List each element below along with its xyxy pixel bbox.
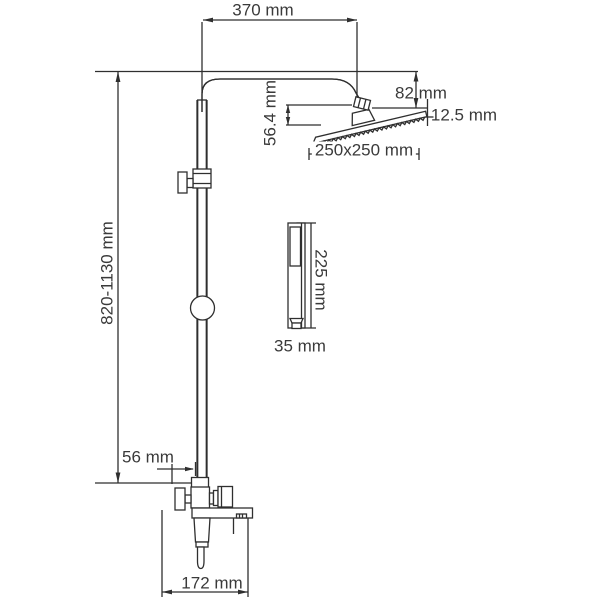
mixer-unit: [174, 476, 254, 570]
arm-connector-nut: [352, 96, 372, 111]
spray-face-dots: [289, 226, 302, 267]
dim-label-top-width: 370 mm: [232, 0, 294, 20]
riser-pipe: [196, 99, 208, 479]
dim-label-wall-offset: 56 mm: [122, 447, 174, 467]
overhead-shower-head: [311, 96, 428, 147]
hand-shower: [287, 222, 306, 330]
dim-label-column-height: 820-1130 mm: [97, 221, 117, 325]
dim-label-handshower-length: 225 mm: [311, 249, 331, 311]
shower-arm: [201, 78, 364, 112]
mixer-wall-knob: [174, 487, 186, 511]
dim-label-head-thickness: 12.5 mm: [430, 105, 498, 125]
dimension-lines: [95, 17, 434, 597]
dim-label-arm-drop: 82 mm: [395, 83, 447, 103]
dim-label-head-slope: 56.4 mm: [260, 79, 280, 147]
mixer-spout: [193, 517, 211, 543]
mixer-spout-bar: [191, 507, 254, 519]
dim-label-mixer-width: 172 mm: [181, 573, 243, 593]
mixer-handle: [217, 485, 234, 508]
wall-bracket: [177, 168, 212, 194]
dim-label-handshower-width: 35 mm: [274, 336, 326, 356]
slider-knob: [189, 295, 216, 321]
dim-label-head-size: 250x250 mm: [311, 141, 417, 159]
